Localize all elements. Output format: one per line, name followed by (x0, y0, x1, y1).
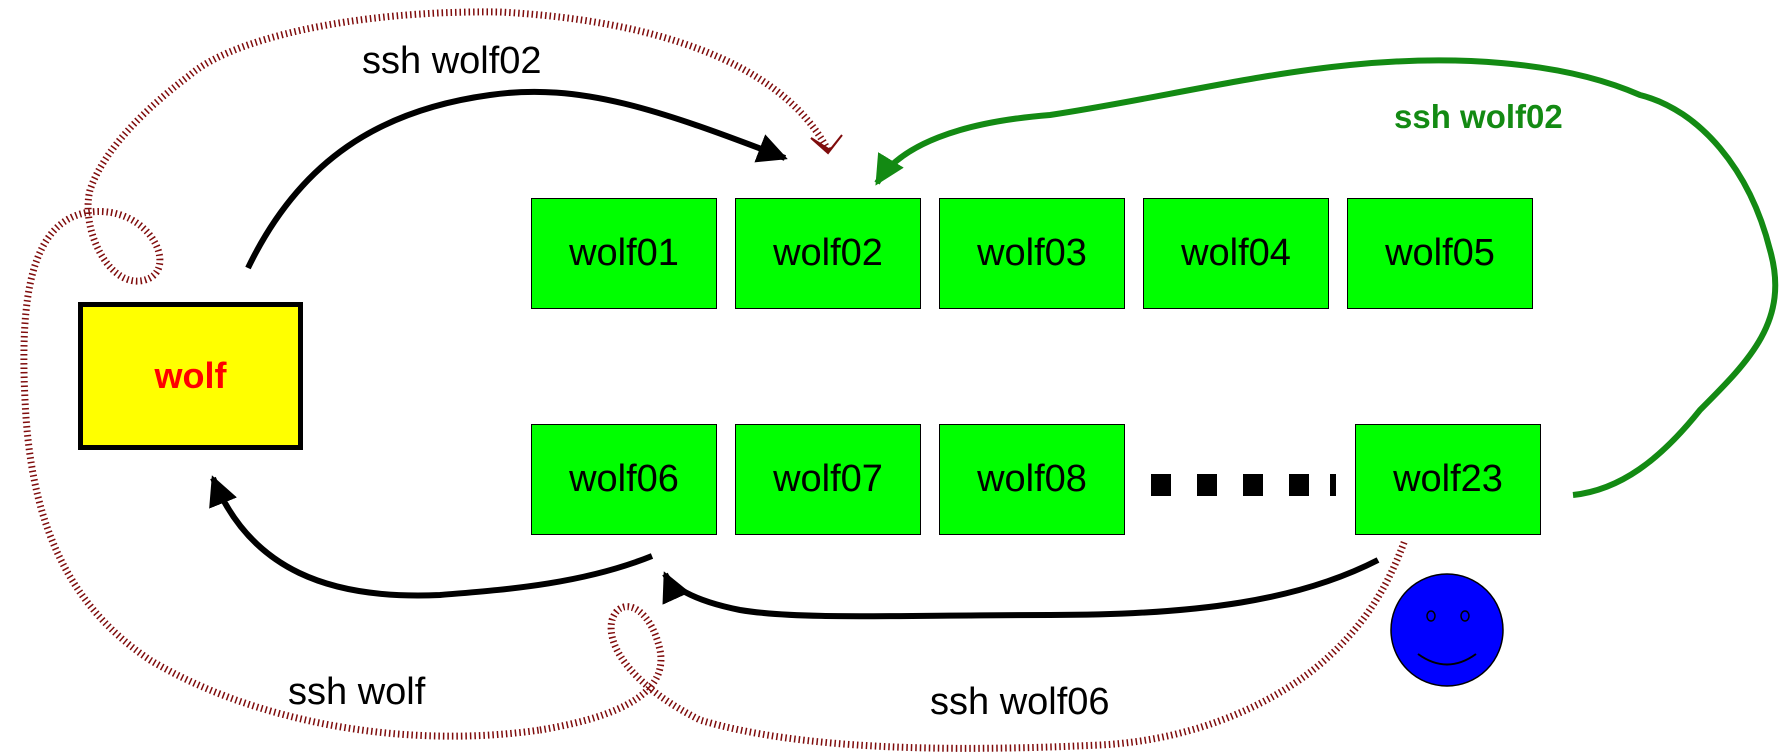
ellipsis-square (1243, 474, 1263, 496)
label-ssh-wolf02-top: ssh wolf02 (362, 40, 542, 82)
node-label: wolf05 (1385, 232, 1495, 274)
ssh-path-wolf06-to-wolf (209, 475, 654, 599)
ellipsis-square (1289, 474, 1309, 496)
head-node-wolf: wolf (78, 302, 303, 450)
node-wolf01: wolf01 (531, 198, 717, 309)
node-label: wolf07 (773, 458, 883, 500)
node-label: wolf08 (977, 458, 1087, 500)
ellipsis-squares (1151, 474, 1336, 496)
node-wolf03: wolf03 (939, 198, 1125, 309)
label-ssh-wolf02-green: ssh wolf02 (1394, 98, 1563, 135)
node-wolf06: wolf06 (531, 424, 717, 535)
node-wolf07: wolf07 (735, 424, 921, 535)
node-label: wolf06 (569, 458, 679, 500)
node-wolf08: wolf08 (939, 424, 1125, 535)
smiley-face-icon (1390, 573, 1504, 687)
ssh-path-wolf23-to-wolf06 (662, 557, 1380, 620)
ellipsis-square (1330, 474, 1336, 496)
node-label: wolf01 (569, 232, 679, 274)
node-wolf23: wolf23 (1355, 424, 1541, 535)
node-label: wolf02 (773, 232, 883, 274)
node-wolf02: wolf02 (735, 198, 921, 309)
label-ssh-wolf06: ssh wolf06 (930, 681, 1110, 723)
dotted-arrowhead (810, 134, 843, 155)
label-ssh-wolf: ssh wolf (288, 671, 426, 713)
ssh-path-wolf23-to-wolf02-green (874, 57, 1779, 498)
node-wolf05: wolf05 (1347, 198, 1533, 309)
node-label: wolf23 (1393, 458, 1503, 500)
node-label: wolf04 (1181, 232, 1291, 274)
ellipsis-square (1197, 474, 1217, 496)
ellipsis-square (1151, 474, 1171, 496)
head-node-label: wolf (154, 355, 227, 396)
ssh-path-wolf-to-wolf02 (245, 88, 788, 270)
node-label: wolf03 (977, 232, 1087, 274)
node-wolf04: wolf04 (1143, 198, 1329, 309)
